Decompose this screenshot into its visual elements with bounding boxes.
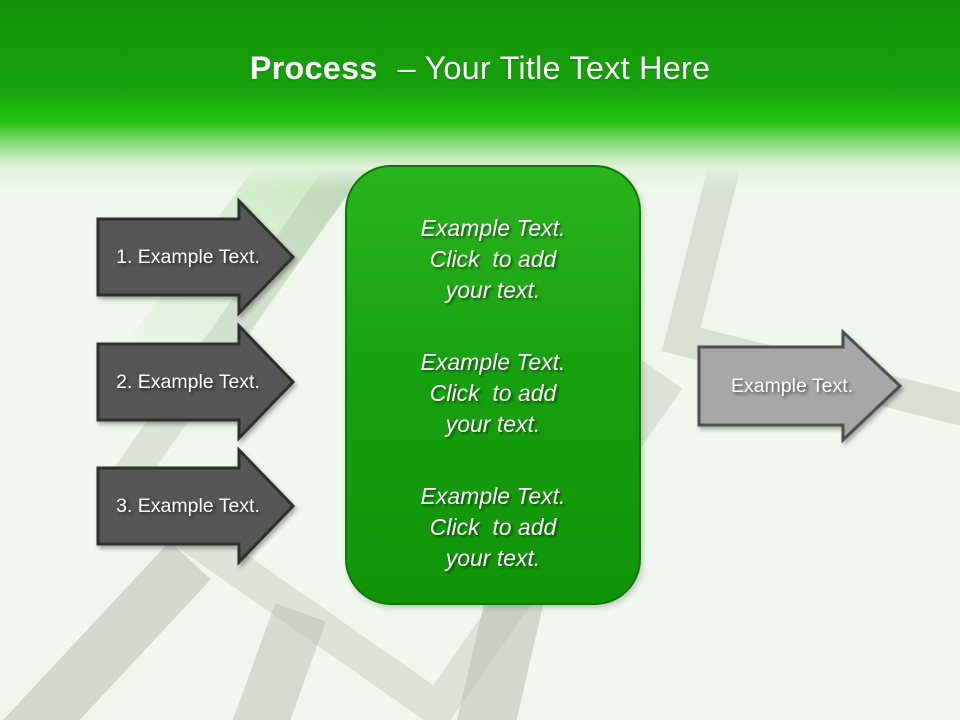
box-text-line: your text.: [445, 411, 541, 437]
result-arrow: Example Text.: [697, 328, 903, 444]
step-arrow-3-label: 3. Example Text.: [116, 494, 260, 517]
slide-title: Process – Your Title Text Here: [0, 50, 960, 87]
step-arrow-1-label: 1. Example Text.: [116, 245, 260, 268]
box-text-line: Example Text.: [420, 349, 566, 375]
step-arrow-2: 2. Example Text.: [96, 322, 296, 442]
process-text-box: Example Text. Click to add your text. Ex…: [345, 165, 641, 605]
title-rest-part: – Your Title Text Here: [397, 50, 711, 86]
title-bold-part: Process: [249, 50, 378, 86]
box-paragraph-2: Example Text. Click to add your text.: [347, 347, 639, 440]
arrow-right-icon: [697, 328, 903, 444]
box-text-line: Click to add: [429, 380, 557, 406]
arrow-right-icon: [96, 322, 296, 442]
box-paragraph-1: Example Text. Click to add your text.: [347, 213, 639, 306]
box-text-line: Example Text.: [420, 215, 566, 241]
step-arrow-2-label: 2. Example Text.: [116, 370, 260, 393]
box-text-line: Click to add: [429, 514, 557, 540]
result-arrow-label: Example Text.: [730, 374, 854, 397]
step-arrow-3: 3. Example Text.: [96, 446, 296, 566]
box-text-line: Example Text.: [420, 483, 566, 509]
arrow-right-icon: [96, 446, 296, 566]
arrow-right-icon: [96, 197, 296, 317]
box-paragraph-3: Example Text. Click to add your text.: [347, 481, 639, 574]
box-text-line: your text.: [445, 545, 541, 571]
box-text-line: your text.: [445, 277, 541, 303]
box-text-line: Click to add: [429, 246, 557, 272]
header-band: Process – Your Title Text Here: [0, 0, 960, 190]
step-arrow-1: 1. Example Text.: [96, 197, 296, 317]
